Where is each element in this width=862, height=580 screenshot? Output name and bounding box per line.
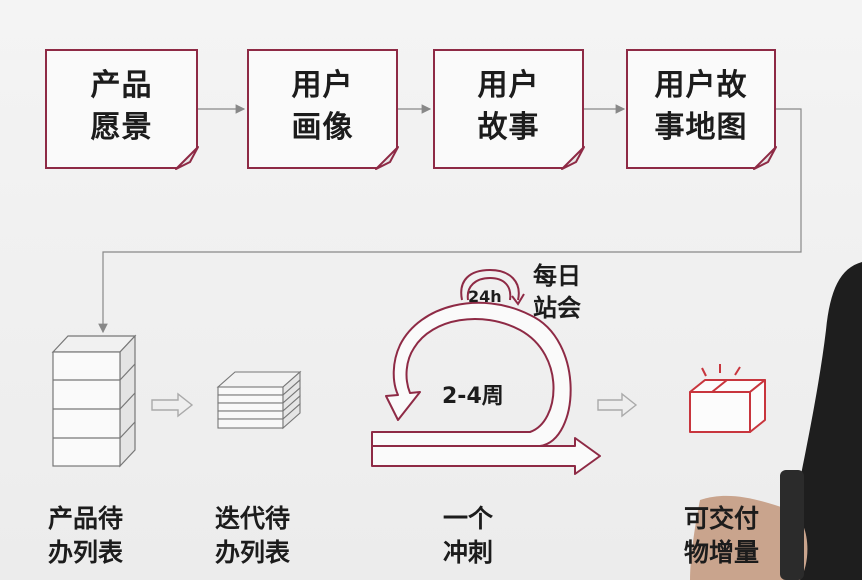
card-product-vision-text: 产品 愿景 <box>90 68 153 145</box>
connector-map-to-backlog <box>98 108 802 334</box>
card-user-story: 用户 故事 <box>433 49 584 169</box>
sprint-backlog-label: 迭代待 办列表 <box>215 504 291 567</box>
daily-loop-icon <box>460 268 525 306</box>
daily-standup-label: 每日 站会 <box>533 262 581 322</box>
card-product-vision: 产品 愿景 <box>45 49 198 169</box>
hollow-arrow-1 <box>151 392 194 418</box>
card-user-story-text: 用户 故事 <box>477 68 540 145</box>
hollow-arrow-2 <box>597 392 638 418</box>
product-backlog-icon <box>51 334 137 468</box>
card-user-persona-text: 用户 画像 <box>291 68 354 145</box>
sprint-cycle-icon <box>371 301 601 475</box>
daily-time-label: 24h <box>468 287 502 306</box>
card-user-story-map: 用户故 事地图 <box>626 49 776 169</box>
sprint-backlog-icon <box>216 370 302 430</box>
card-user-persona: 用户 画像 <box>247 49 398 169</box>
sprint-label: 一个 冲刺 <box>443 504 494 567</box>
card-user-story-map-text: 用户故 事地图 <box>654 68 748 145</box>
presenter-silhouette <box>690 262 862 580</box>
sprint-length-label: 2-4周 <box>442 384 504 409</box>
product-backlog-label: 产品待 办列表 <box>48 504 124 567</box>
deliverable-box-icon <box>689 364 766 433</box>
increment-label: 可交付 物增量 <box>684 504 760 567</box>
